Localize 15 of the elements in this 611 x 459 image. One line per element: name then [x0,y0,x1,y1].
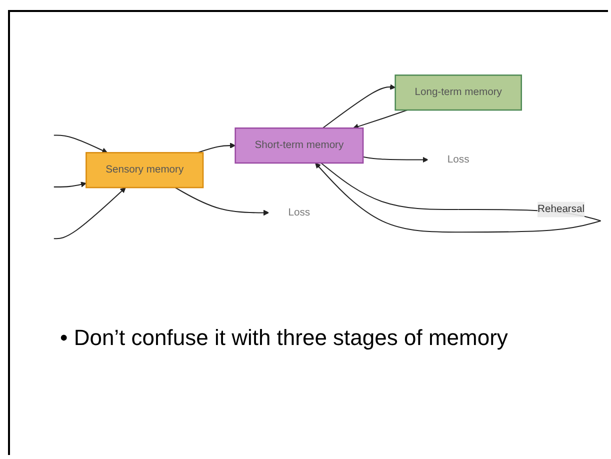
node-box: Sensory memory [86,152,204,188]
node-box: Long-term memory [394,74,522,111]
edge-label: Rehearsal [537,204,585,215]
arrow [197,142,236,154]
node-text: Loss [288,207,310,218]
arrow [322,84,396,129]
arrow [174,187,270,216]
arrow [362,156,428,163]
arrow [54,135,108,154]
node-box: Short-term memory [234,128,364,164]
bullet-text: • Don’t confuse it with three stages of memory [60,325,509,351]
arrow [352,110,408,130]
node-text: Loss [447,154,470,166]
arrow [54,188,126,240]
arrow [54,182,86,188]
